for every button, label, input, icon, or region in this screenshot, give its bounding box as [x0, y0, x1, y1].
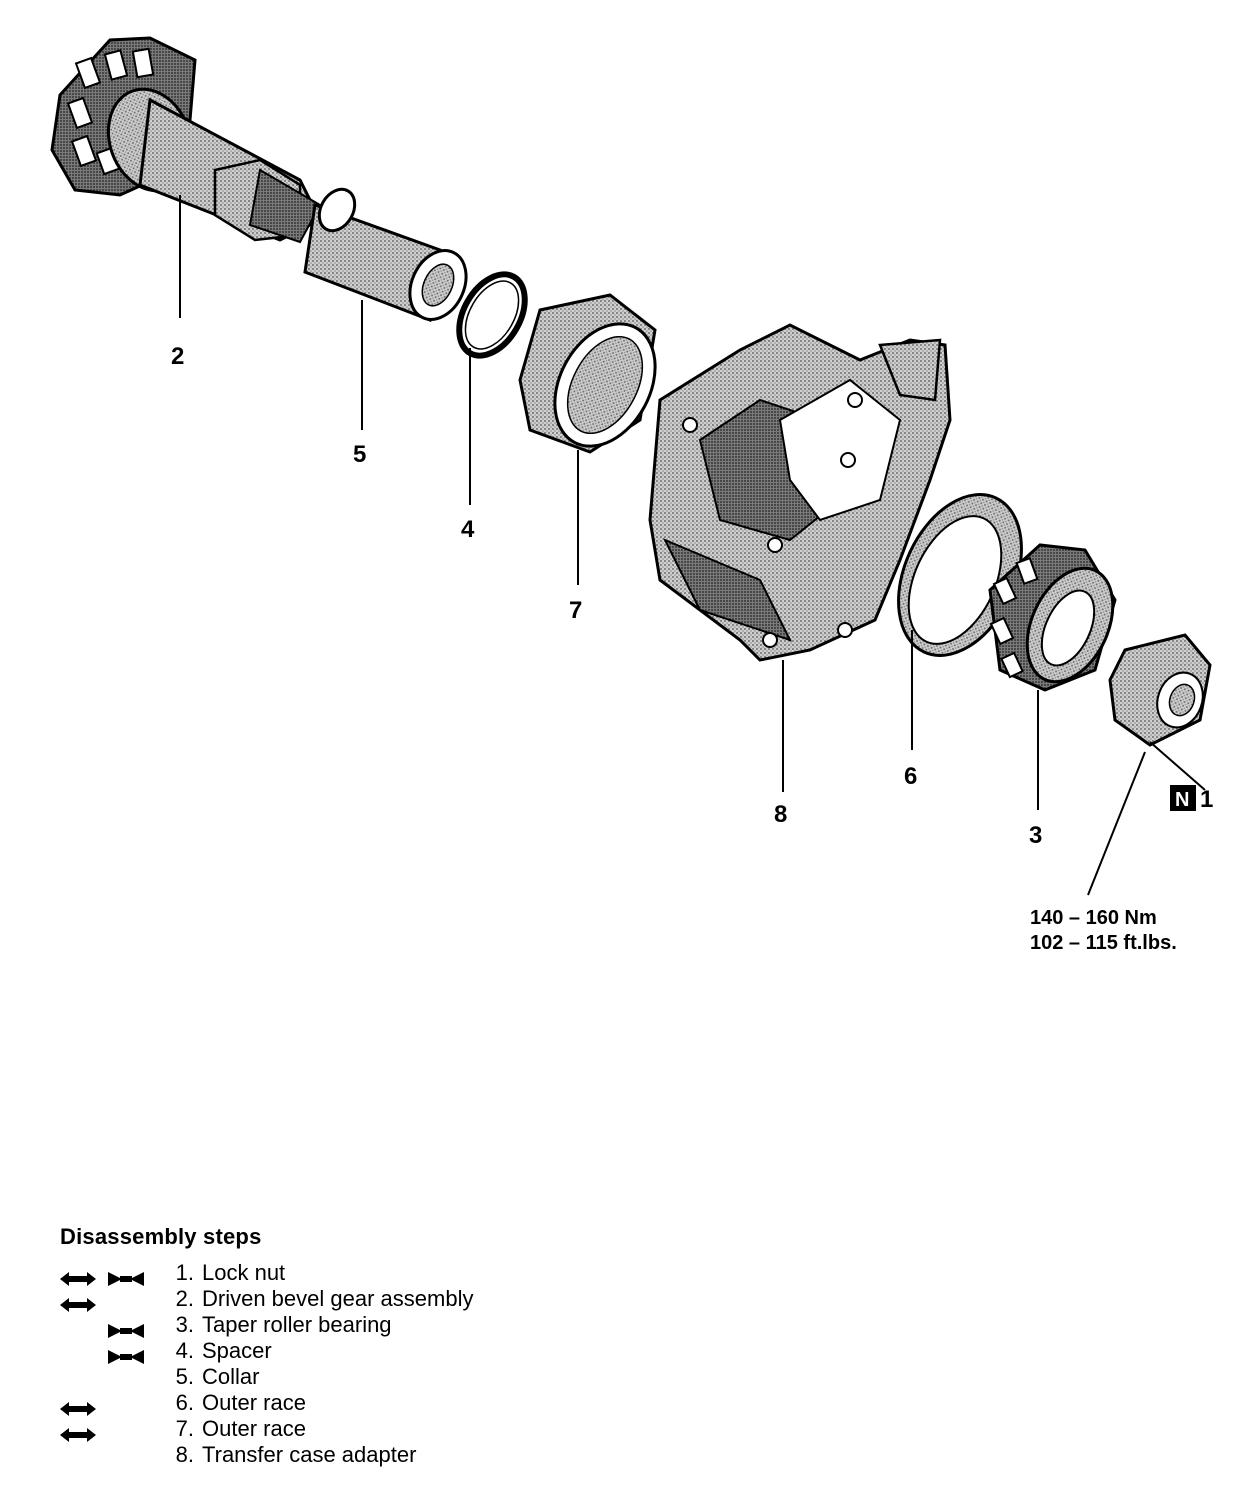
steps-heading: Disassembly steps	[60, 1224, 262, 1249]
install-arrow-icon	[108, 1266, 156, 1286]
step-number: 7.	[175, 1416, 194, 1441]
install-arrow-icon	[108, 1448, 156, 1462]
step-item: 1. Lock nut	[60, 1260, 473, 1286]
step-label: Collar	[202, 1364, 260, 1389]
step-item: 7. Outer race	[60, 1416, 473, 1442]
step-label: Outer race	[202, 1390, 306, 1415]
step-item: 8. Transfer case adapter	[60, 1442, 473, 1468]
step-item: 5. Collar	[60, 1364, 473, 1390]
removal-arrow-icon	[60, 1318, 108, 1332]
step-item: 3. Taper roller bearing	[60, 1312, 473, 1338]
bevel-gear-assembly	[50, 36, 323, 244]
step-number: 1.	[175, 1260, 194, 1285]
outer-race-6	[897, 493, 1023, 657]
removal-arrow-icon	[60, 1422, 108, 1442]
install-arrow-icon	[108, 1396, 156, 1410]
step-number: 3.	[175, 1312, 194, 1337]
removal-arrow-icon	[60, 1370, 108, 1384]
step-label: Taper roller bearing	[202, 1312, 392, 1337]
leader-lines	[179, 195, 1206, 896]
step-number: 6.	[175, 1390, 194, 1415]
step-item: 2. Driven bevel gear assembly	[60, 1286, 473, 1312]
callout-8: 8	[774, 801, 787, 828]
lock-nut	[1108, 633, 1212, 747]
callout-5: 5	[353, 441, 366, 468]
callout-6: 6	[904, 763, 917, 790]
new-part-badge: N	[1170, 785, 1196, 811]
step-label: Transfer case adapter	[202, 1442, 417, 1467]
callout-7: 7	[569, 597, 582, 624]
step-number: 2.	[175, 1286, 194, 1311]
step-number: 5.	[175, 1364, 194, 1389]
callout-3: 3	[1029, 822, 1042, 849]
svg-text:N: N	[1175, 789, 1189, 811]
step-label: Outer race	[202, 1416, 306, 1441]
install-arrow-icon	[108, 1370, 156, 1384]
torque-imperial: 102 – 115 ft.lbs.	[1030, 932, 1177, 954]
step-item: 6. Outer race	[60, 1390, 473, 1416]
step-label: Spacer	[202, 1338, 272, 1363]
step-label: Lock nut	[202, 1260, 286, 1285]
removal-arrow-icon	[60, 1344, 108, 1358]
outer-race-7	[518, 293, 657, 454]
step-label: Driven bevel gear assembly	[202, 1286, 474, 1311]
removal-arrow-icon	[60, 1292, 108, 1312]
transfer-case-adapter	[648, 323, 952, 662]
install-arrow-icon	[108, 1292, 156, 1306]
callout-1: 1	[1200, 786, 1213, 813]
callout-2: 2	[171, 343, 184, 370]
install-arrow-icon	[108, 1344, 156, 1364]
removal-arrow-icon	[60, 1396, 108, 1416]
taper-roller-bearing	[988, 543, 1117, 692]
disassembly-steps: Disassembly steps 1. Lock nut 2. Driven bev…	[60, 1224, 473, 1468]
install-arrow-icon	[108, 1422, 156, 1436]
torque-metric: 140 – 160 Nm	[1030, 907, 1157, 929]
step-number: 4.	[175, 1338, 194, 1363]
exploded-view-diagram: 2 5 4 7 8 6 3 N 1 140 – 160 Nm 102 – 115…	[50, 36, 1213, 954]
step-item: 4. Spacer	[60, 1338, 473, 1364]
removal-arrow-icon	[60, 1448, 108, 1462]
callout-4: 4	[461, 516, 475, 543]
collar	[303, 187, 468, 323]
install-arrow-icon	[108, 1318, 156, 1338]
step-number: 8.	[175, 1442, 194, 1467]
removal-arrow-icon	[60, 1266, 108, 1286]
